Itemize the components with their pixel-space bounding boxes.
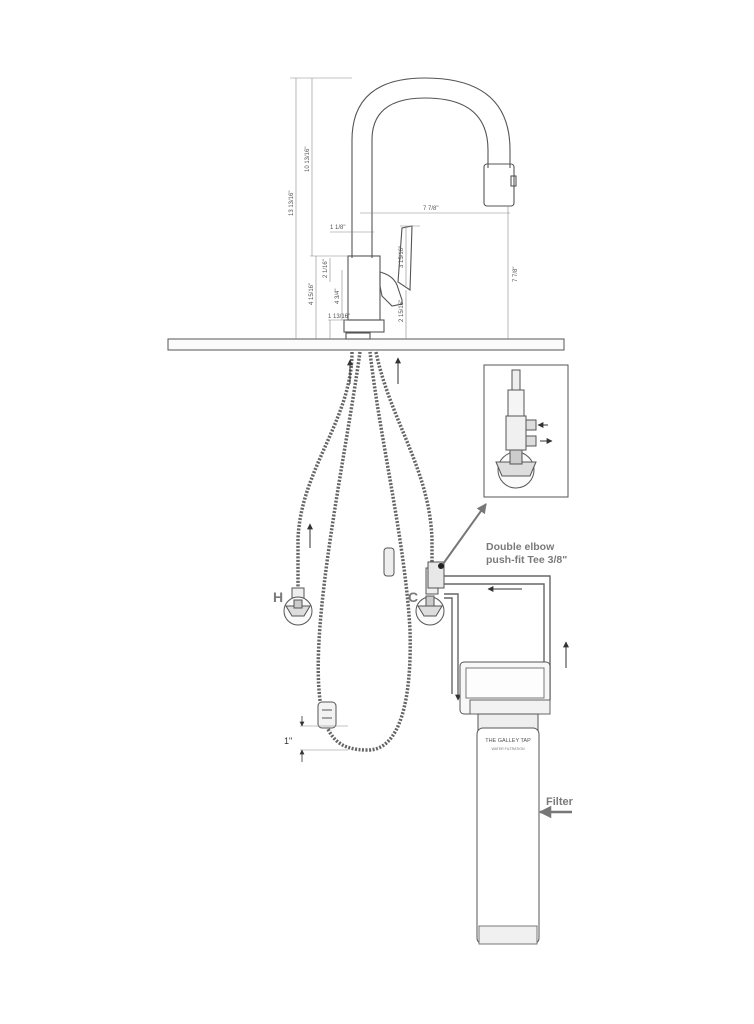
filter-label: Filter — [546, 796, 574, 808]
faucet-base — [343, 319, 385, 333]
dim-spout-reach: 7 7/8" — [423, 206, 438, 212]
dim-body-lower: 4 3/4" — [335, 289, 341, 304]
tee-point — [438, 563, 444, 569]
countertop — [167, 338, 565, 351]
dim-base-height: 1 13/16" — [328, 314, 350, 320]
tee-callout-arrow — [442, 503, 487, 565]
faucet — [167, 77, 565, 351]
hot-valve — [283, 587, 313, 626]
faucet-body — [347, 255, 381, 321]
filter-cartridge — [476, 727, 540, 945]
tee-fitting — [427, 503, 487, 589]
dim-spout-height: 10 13/16" — [305, 147, 311, 173]
filter-lines — [444, 575, 551, 700]
hose-weight — [317, 701, 337, 729]
dim-handle-clearance: 2 15/16" — [399, 300, 405, 322]
cold-label: C — [408, 589, 418, 605]
dim-handle-to-deck: 3 15/16" — [399, 246, 405, 268]
weight-dimension — [299, 716, 348, 762]
tee-detail-inset — [483, 364, 569, 498]
mount-nut — [345, 332, 371, 340]
dimension-labels: 13 13/16" 10 13/16" 7 7/8" 1 1/8" 2 1/16… — [289, 147, 519, 323]
tee-label-line2: push-fit Tee 3/8" — [486, 554, 567, 566]
filter-sub: WATER FILTRATION — [491, 747, 525, 751]
filter-brand: THE GALLEY TAP — [485, 738, 531, 744]
spout-outer — [351, 77, 511, 258]
spray-button — [510, 175, 517, 187]
dim-body-width: 1 1/8" — [330, 225, 345, 231]
dim-weight-spacing: 1" — [284, 736, 292, 746]
cold-hose — [374, 351, 434, 572]
flow-arrows — [307, 357, 569, 701]
dim-handle-upper: 2 1/16" — [323, 259, 329, 278]
spout-inner — [371, 97, 489, 258]
hoses — [296, 351, 434, 752]
hose-connector — [383, 547, 395, 577]
spray-head — [483, 163, 515, 207]
water-filter — [459, 661, 551, 945]
hot-label: H — [273, 589, 283, 605]
faucet-handle-hub — [379, 271, 403, 307]
dimension-lines — [290, 77, 510, 339]
tee-label-line1: Double elbow — [486, 541, 555, 553]
hot-hose — [296, 351, 354, 594]
dim-outlet-height: 7 7/8" — [513, 267, 519, 282]
dim-body-height: 4 15/16" — [309, 283, 315, 305]
dim-total-height: 13 13/16" — [289, 191, 295, 217]
spray-hose — [316, 351, 412, 752]
